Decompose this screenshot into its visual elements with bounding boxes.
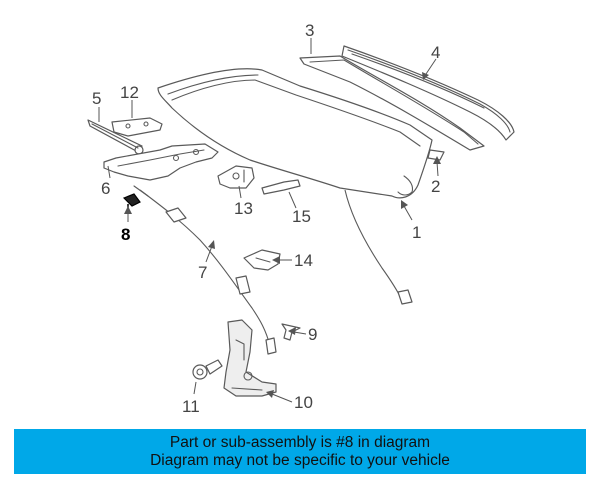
part-3-weatherstrip (299, 55, 485, 151)
banner-line-1: Part or sub-assembly is #8 in diagram (169, 433, 431, 451)
callout-9: 9 (308, 325, 317, 344)
part-5-lift-support (87, 119, 144, 155)
part-1-cable (344, 189, 413, 305)
banner-line-2: Diagram may not be specific to your vehi… (150, 451, 450, 469)
callout-7: 7 (198, 263, 207, 282)
callout-13: 13 (234, 199, 253, 218)
callout-8: 8 (121, 225, 130, 244)
part-13-striker (217, 165, 255, 189)
part-10-latch-assembly (223, 319, 277, 397)
info-banner: Part or sub-assembly is #8 in diagram Di… (14, 429, 586, 474)
callout-3: 3 (305, 21, 314, 40)
callout-15: 15 (292, 207, 311, 226)
callout-6: 6 (101, 179, 110, 198)
callout-14: 14 (294, 251, 313, 270)
callout-12: 12 (120, 83, 139, 102)
callout-1: 1 (412, 223, 421, 242)
part-15-clip (261, 179, 301, 195)
parts-diagram: 5 12 3 4 2 6 8 1 13 15 7 14 9 10 11 (87, 21, 515, 416)
part-1-trunk-lid (157, 68, 433, 199)
part-12-hinge-bracket (111, 117, 163, 137)
part-14-latch (243, 249, 281, 271)
leader-lines (98, 38, 441, 403)
part-2-bracket (427, 149, 445, 161)
callout-4: 4 (431, 43, 440, 62)
callout-2: 2 (431, 177, 440, 196)
callout-10: 10 (294, 393, 313, 412)
part-7-release-cable (133, 185, 277, 355)
callout-11: 11 (182, 397, 200, 416)
callout-5: 5 (92, 89, 101, 108)
part-6-hinge (103, 143, 219, 181)
part-11-bumper (192, 359, 223, 380)
callout-labels: 5 12 3 4 2 6 8 1 13 15 7 14 9 10 11 (92, 21, 440, 416)
